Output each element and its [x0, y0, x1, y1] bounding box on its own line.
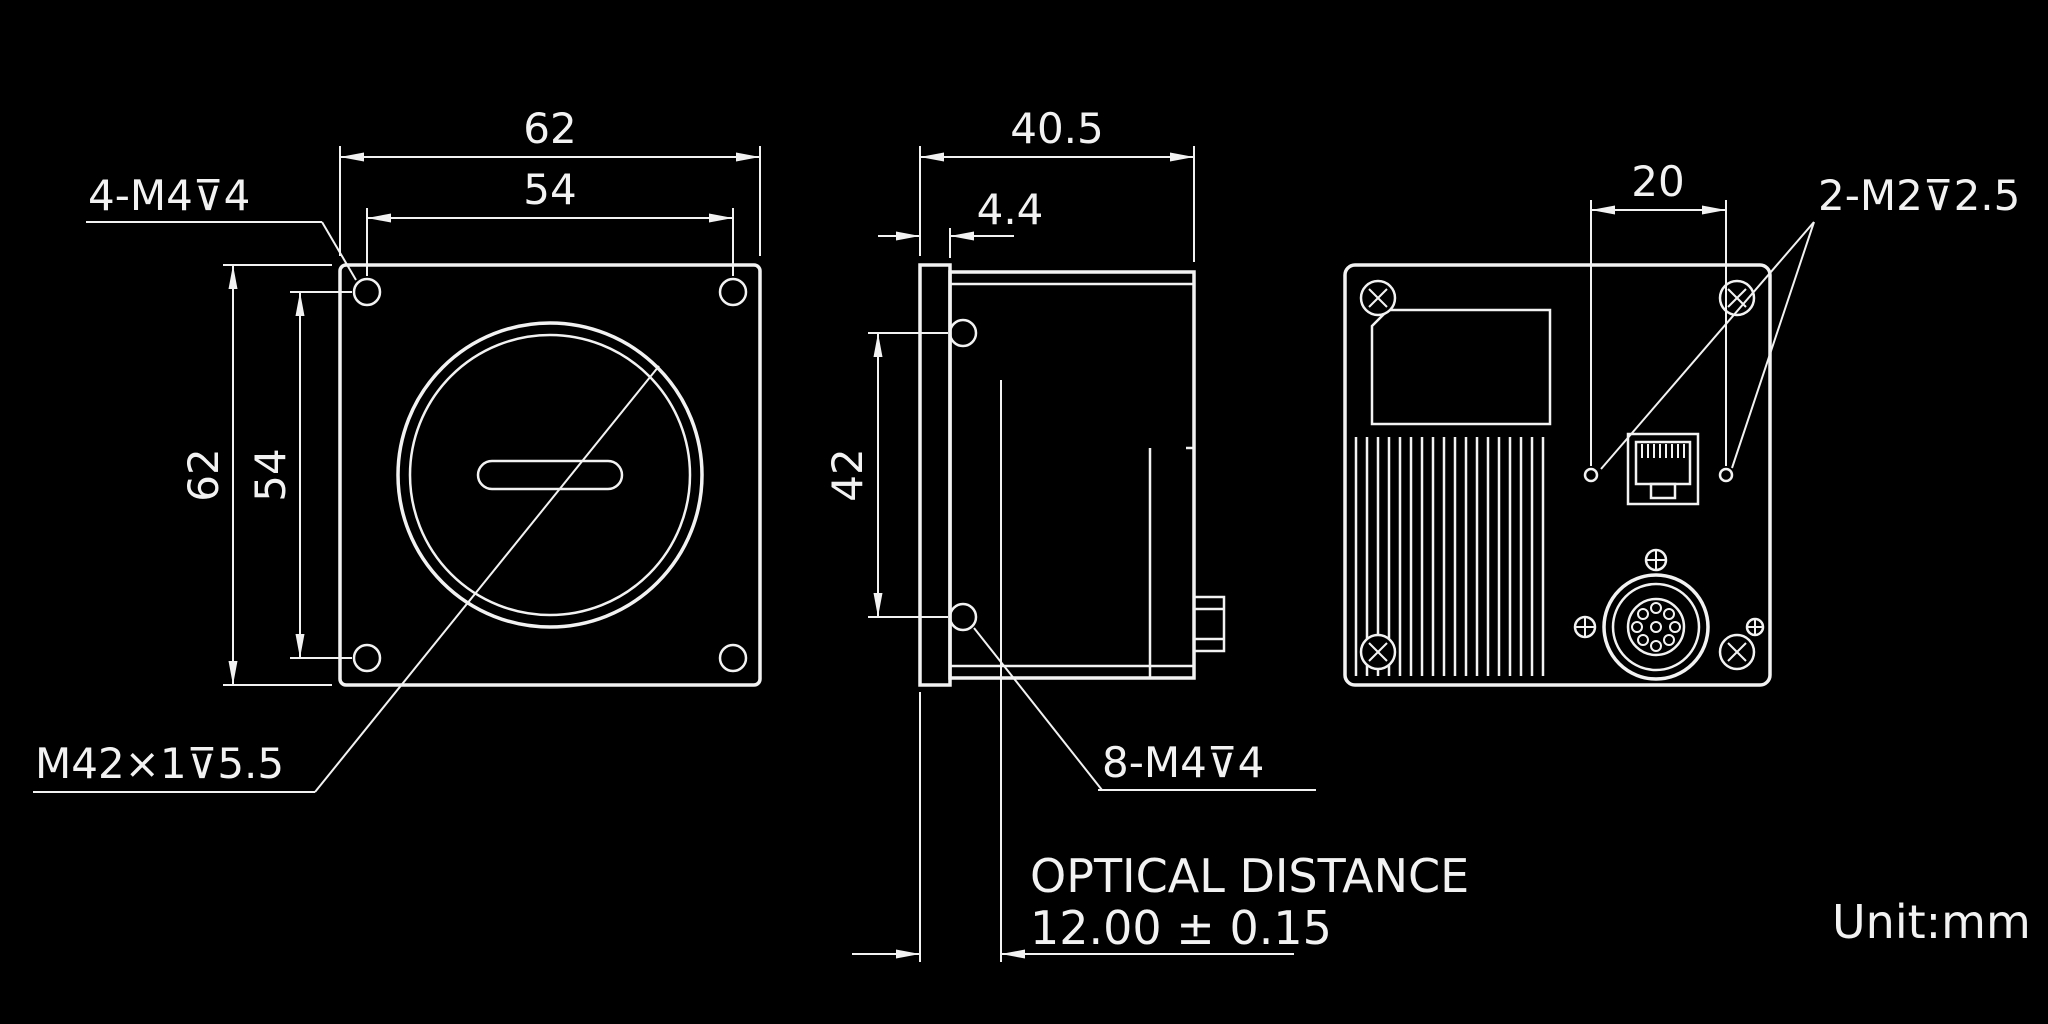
- side-mount-hole-bottom: [948, 602, 978, 632]
- side-mount-hole-top: [948, 318, 978, 348]
- back-screw-right-edge: [1745, 617, 1765, 637]
- dim-front-width-outer: 62: [339, 104, 761, 256]
- front-mount-hole-bottom-left: [352, 643, 382, 673]
- label-front-lens-mount: M42×1⊽5.5: [33, 365, 660, 793]
- dim-text-front-width-outer: 62: [523, 104, 576, 153]
- back-screw-top-left: [1359, 279, 1397, 317]
- back-screw-left-of-connector: [1573, 615, 1597, 639]
- connector-pin: [1663, 634, 1675, 646]
- screw-slot-line: [1727, 642, 1747, 662]
- front-plate-outline: [338, 263, 762, 687]
- connector-pin: [1650, 602, 1662, 614]
- side-flange-plate: [918, 263, 952, 687]
- connector-outer-ring: [1602, 573, 1710, 681]
- screw-head: [1573, 615, 1597, 639]
- connector-pin: [1631, 621, 1643, 633]
- m2-hole-right: [1718, 467, 1734, 483]
- label-front-corner-holes: 4-M4⊽4: [86, 171, 357, 281]
- leader-line: [973, 627, 1103, 791]
- back-screw-bottom-right: [1718, 633, 1756, 671]
- screw-slot-line: [1727, 288, 1747, 308]
- ethernet-port-outline: [1626, 432, 1700, 506]
- connector-pin: [1637, 608, 1649, 620]
- leader-line: [1600, 221, 1815, 470]
- dim-front-width-holes: 54: [366, 165, 734, 276]
- leader-line: [321, 221, 357, 281]
- lens-mount-thread-circle: [408, 333, 692, 617]
- ethernet-port: [1626, 432, 1700, 506]
- screw-head: [1745, 617, 1765, 637]
- ethernet-port-inner: [1634, 440, 1692, 486]
- dim-text-front-height-outer: 62: [179, 448, 228, 501]
- connector-pin: [1669, 621, 1681, 633]
- label-text-side-holes: 8-M4⊽4: [1102, 738, 1264, 787]
- lens-mount-outer-circle: [396, 321, 704, 629]
- dim-side-hole-spacing: 42: [823, 332, 948, 618]
- back-view: 20 2-M2⊽2.5: [1343, 157, 2020, 687]
- heatsink-fins: [1354, 437, 1545, 676]
- dim-text-side-depth: 40.5: [1010, 104, 1104, 153]
- screw-slot-line: [1368, 288, 1388, 308]
- dim-text-front-width-holes: 54: [523, 165, 576, 214]
- ethernet-latch: [1649, 482, 1677, 500]
- dim-front-height-outer: 62: [179, 264, 332, 686]
- dim-text-m2-spacing: 20: [1631, 157, 1684, 206]
- back-screw-bottom-left: [1359, 633, 1397, 671]
- screw-slot-line: [1368, 642, 1388, 662]
- connector-pin: [1637, 634, 1649, 646]
- back-body-outline: [1343, 263, 1772, 687]
- front-mount-hole-top-left: [352, 277, 382, 307]
- optical-distance-value: 12.00 ± 0.15: [1030, 901, 1332, 955]
- leader-line: [314, 365, 660, 793]
- front-mount-hole-top-right: [718, 277, 748, 307]
- m2-hole-left: [1583, 467, 1599, 483]
- back-screw-above-connector: [1644, 548, 1668, 572]
- label-text-m2-holes: 2-M2⊽2.5: [1818, 171, 2020, 220]
- dim-m2-hole-spacing: 20: [1590, 157, 1727, 466]
- dim-side-flange-thickness: 4.4: [878, 185, 1043, 258]
- screw-head: [1644, 548, 1668, 572]
- connector-pin: [1650, 621, 1662, 633]
- ethernet-pins: [1641, 444, 1685, 458]
- dim-optical-distance: OPTICAL DISTANCE 12.00 ± 0.15: [852, 692, 1469, 962]
- side-view: 40.5 4.4 42 8-M4⊽4 OPTICAL DISTANCE 12.0…: [823, 104, 1469, 962]
- leader-line: [1731, 221, 1815, 469]
- dim-text-front-height-holes: 54: [246, 448, 295, 501]
- label-text-corner-holes: 4-M4⊽4: [88, 171, 250, 220]
- optical-distance-title: OPTICAL DISTANCE: [1030, 849, 1469, 903]
- connector-pin: [1650, 640, 1662, 652]
- sensor-window-slot: [476, 459, 624, 491]
- front-mount-hole-bottom-right: [718, 643, 748, 673]
- label-side-holes: 8-M4⊽4: [973, 627, 1316, 791]
- unit-note: Unit:mm: [1832, 895, 2031, 949]
- front-view: 62 54 62 54 4-M4⊽4 M42×1⊽5.5: [33, 104, 762, 793]
- dim-text-side-hole-spacing: 42: [823, 448, 872, 501]
- side-body-outline: [948, 270, 1196, 680]
- side-connector-bump: [1192, 595, 1226, 653]
- dim-text-side-flange: 4.4: [977, 185, 1044, 234]
- dim-side-depth: 40.5: [919, 104, 1195, 262]
- dim-front-height-holes: 54: [246, 291, 352, 659]
- label-recess-outline: [1370, 308, 1552, 426]
- power-io-connector: [1602, 573, 1710, 681]
- connector-pin: [1663, 608, 1675, 620]
- label-m2-holes: 2-M2⊽2.5: [1600, 171, 2020, 470]
- connector-middle-ring: [1611, 582, 1701, 672]
- label-text-lens-mount: M42×1⊽5.5: [35, 739, 284, 788]
- connector-inner-ring: [1626, 597, 1686, 657]
